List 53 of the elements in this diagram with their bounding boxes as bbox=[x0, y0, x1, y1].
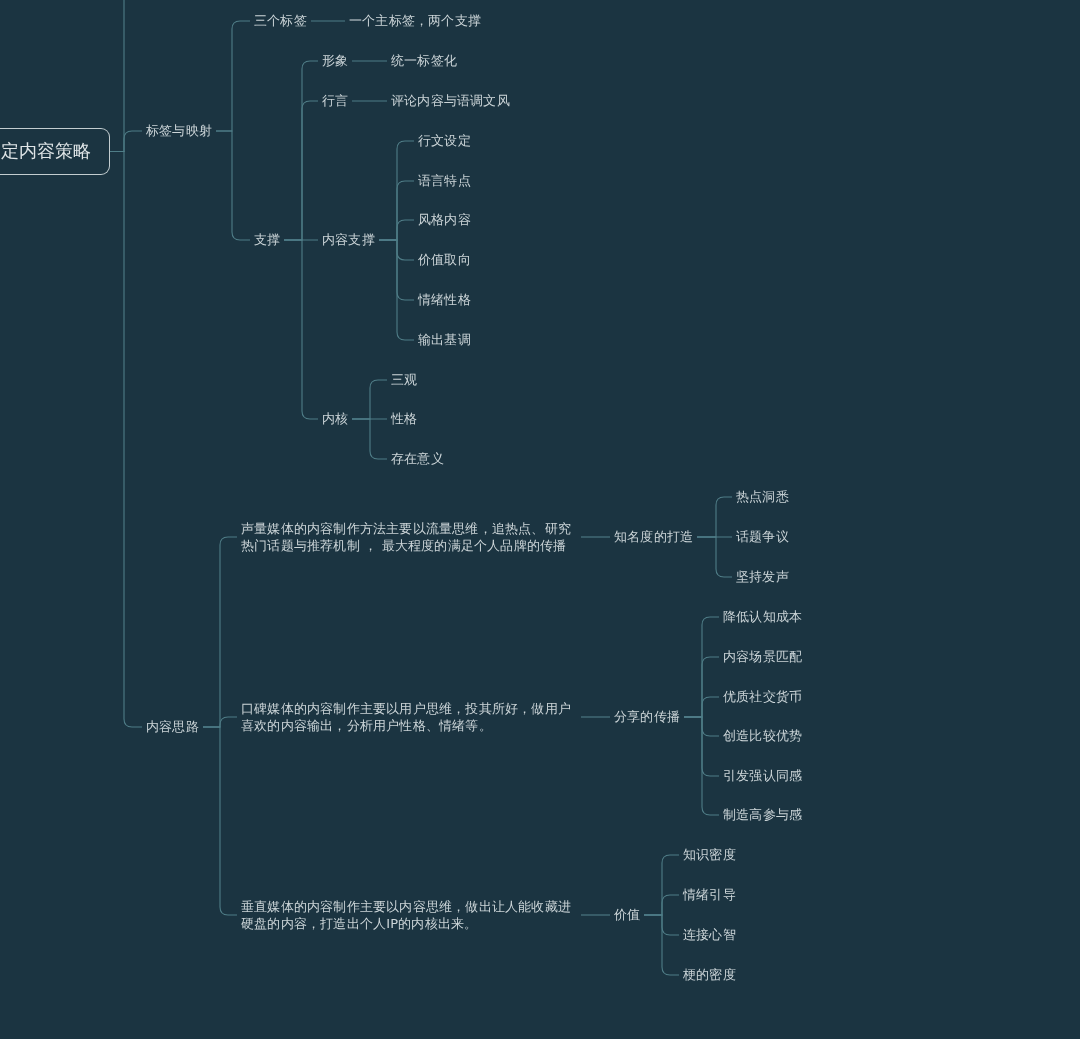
topic-label: 知识密度 bbox=[679, 845, 740, 865]
topic-label: 输出基调 bbox=[414, 330, 475, 350]
topic-label: 内容支撑 bbox=[318, 230, 379, 250]
topic-label: 标签与映射 bbox=[142, 121, 216, 141]
topic-label: 语言特点 bbox=[414, 171, 475, 191]
topic-label: 分享的传播 bbox=[610, 707, 684, 727]
topic-label: 三个标签 bbox=[250, 11, 311, 31]
topic-label: 引发强认同感 bbox=[719, 766, 807, 786]
topic-label: 话题争议 bbox=[732, 527, 793, 547]
connector-line bbox=[580, 914, 611, 916]
topic-label: 存在意义 bbox=[387, 449, 448, 469]
connector-line bbox=[580, 536, 611, 538]
topic-label: 形象 bbox=[318, 51, 353, 71]
topic-label: 内核 bbox=[318, 409, 353, 429]
topic-label: 风格内容 bbox=[414, 210, 475, 230]
topic-label: 梗的密度 bbox=[679, 965, 740, 985]
topic-label: 情绪性格 bbox=[414, 290, 475, 310]
topic-label: 一个主标签，两个支撑 bbox=[345, 11, 485, 31]
topic-label: 连接心智 bbox=[679, 925, 740, 945]
topic-label: 评论内容与语调文风 bbox=[387, 91, 514, 111]
topic-label: 性格 bbox=[387, 409, 422, 429]
description-text: 声量媒体的内容制作方法主要以流量思维，追热点、研究热门话题与推荐机制 ， 最大程度的满足个人品牌的传播 bbox=[237, 520, 581, 554]
topic-label: 优质社交货币 bbox=[719, 687, 807, 707]
connector-line bbox=[683, 716, 720, 816]
connector-line bbox=[580, 716, 611, 718]
connector-line bbox=[351, 418, 388, 460]
description-text: 垂直媒体的内容制作主要以内容思维，做出让人能收藏进硬盘的内容，打造出个人IP的内核出来。 bbox=[237, 898, 581, 932]
topic-label: 情绪引导 bbox=[679, 885, 740, 905]
description-text: 口碑媒体的内容制作主要以用户思维，投其所好，做用户喜欢的内容输出，分析用户性格、情绪等。 bbox=[237, 700, 581, 734]
topic-label: 价值取向 bbox=[414, 250, 475, 270]
connector-line bbox=[310, 20, 346, 22]
topic-label: 热点洞悉 bbox=[732, 487, 793, 507]
topic-label: 制造高参与感 bbox=[719, 805, 807, 825]
topic-label: 行文设定 bbox=[414, 131, 475, 151]
topic-label: 创造比较优势 bbox=[719, 726, 807, 746]
root-topic-box: 定内容策略 bbox=[0, 128, 110, 175]
connector-line bbox=[202, 726, 238, 916]
topic-label: 内容思路 bbox=[142, 717, 203, 737]
topic-label: 价值 bbox=[610, 905, 645, 925]
topic-label: 统一标签化 bbox=[387, 51, 461, 71]
connector-line bbox=[696, 536, 733, 578]
topic-label: 支撑 bbox=[250, 230, 285, 250]
topic-label: 内容场景匹配 bbox=[719, 647, 807, 667]
topic-label: 知名度的打造 bbox=[610, 527, 698, 547]
topic-label: 三观 bbox=[387, 370, 422, 390]
topic-label: 降低认知成本 bbox=[719, 607, 807, 627]
topic-label: 坚持发声 bbox=[732, 567, 793, 587]
connector-line bbox=[351, 60, 388, 62]
connector-line bbox=[351, 100, 388, 102]
topic-label: 行言 bbox=[318, 91, 353, 111]
connector-line bbox=[643, 914, 680, 976]
connector-line bbox=[215, 130, 251, 241]
connector-line bbox=[378, 239, 415, 341]
